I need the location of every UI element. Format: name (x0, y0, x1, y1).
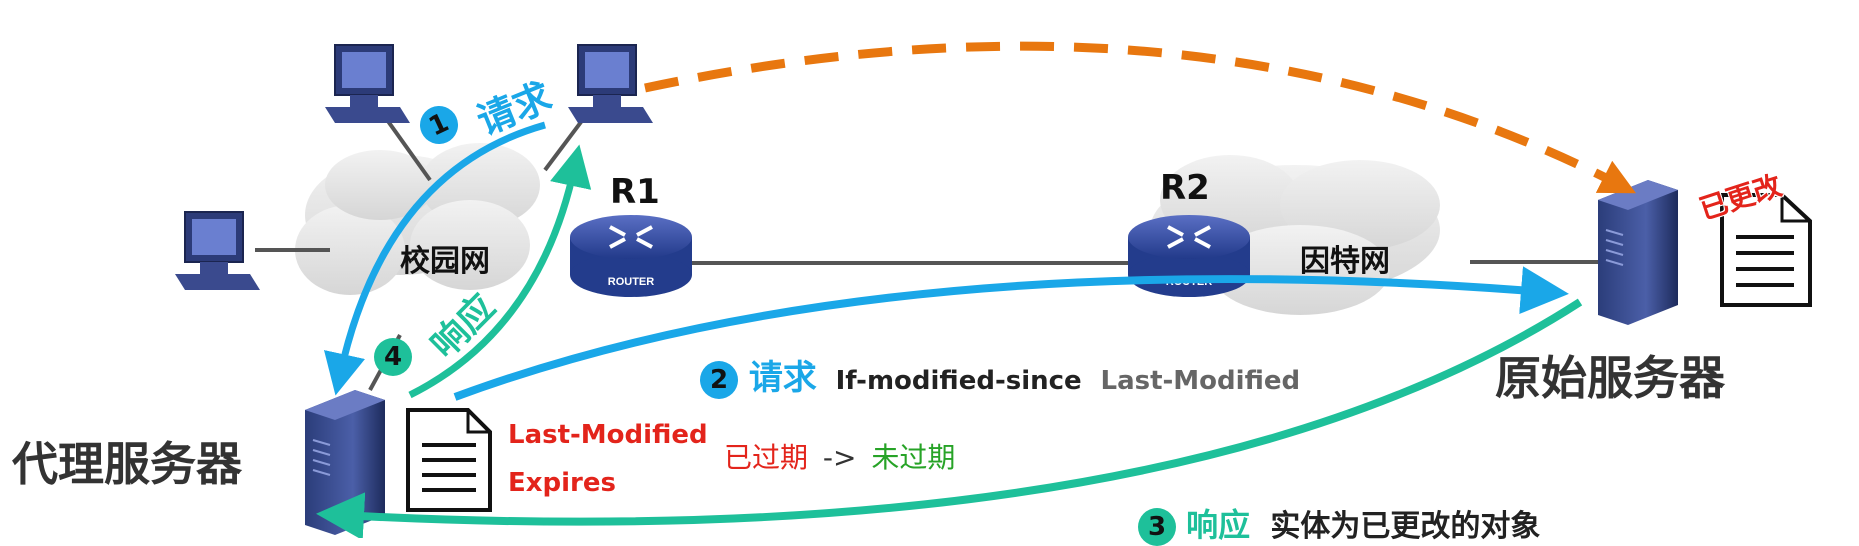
step3-label: 响应 (1186, 506, 1251, 544)
status-expired: 已过期 (724, 441, 809, 474)
origin-server-icon (1598, 180, 1678, 325)
step4-badge-wrap: 4 (374, 338, 412, 376)
step2-badge: 2 (700, 360, 738, 399)
step2-row: 2 请求 If-modified-since Last-Modified (700, 350, 1300, 399)
step3-row: 3 响应 实体为已更改的对象 (1138, 500, 1540, 546)
step2-request-arrow (453, 266, 1569, 401)
step3-response-arrow (316, 298, 1583, 538)
router-r2-icon: ROUTER (1128, 215, 1250, 297)
step2-header-last-modified: Last-Modified (1100, 366, 1301, 396)
expiry-status: 已过期 -> 未过期 (724, 436, 955, 476)
campus-network-label: 校园网 (400, 244, 490, 279)
step4-badge: 4 (374, 338, 412, 376)
orange-dashed-arrow (644, 41, 1637, 194)
status-not-expired: 未过期 (871, 441, 956, 474)
origin-server-label: 原始服务器 (1495, 351, 1725, 405)
computer-icon (175, 211, 260, 290)
router-r1-icon: ROUTER (570, 215, 692, 297)
cache-expires: Expires (508, 468, 616, 498)
computer-icon (568, 44, 653, 123)
computer-icon (325, 44, 410, 123)
step2-label: 请求 (748, 358, 817, 398)
step4-response-arrow (408, 144, 592, 399)
step1-request-arrow (323, 121, 546, 396)
router-r2-label: R2 (1160, 168, 1210, 208)
step3-note: 实体为已更改的对象 (1270, 509, 1541, 544)
step2-header-if-modified: If-modified-since (835, 366, 1082, 396)
cache-last-modified: Last-Modified (508, 420, 708, 450)
step3-badge: 3 (1138, 508, 1176, 546)
campus-cloud (295, 143, 540, 295)
origin-document-icon (1720, 193, 1812, 307)
proxy-server-label: 代理服务器 (12, 437, 242, 491)
router-r1-label: R1 (610, 172, 660, 212)
cached-document-icon (406, 408, 492, 512)
router-text: ROUTER (608, 276, 655, 288)
status-arrow: -> (822, 441, 857, 474)
internet-label: 因特网 (1300, 244, 1390, 279)
